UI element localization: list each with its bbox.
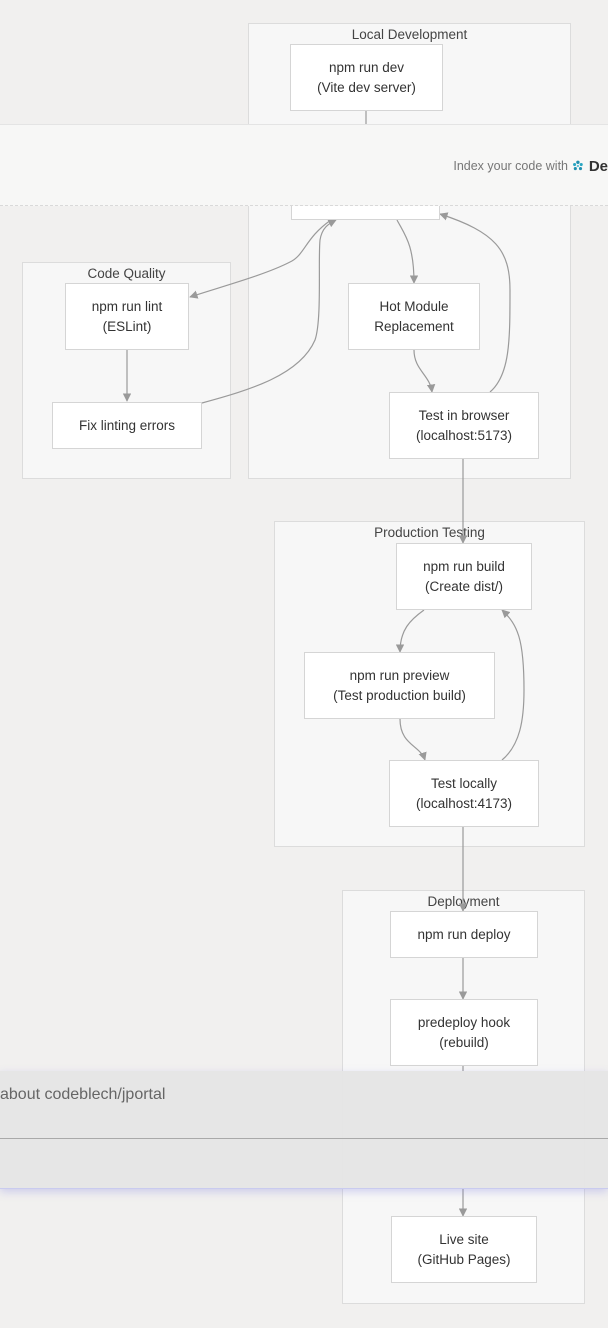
edge-preview-to-test-locally bbox=[399, 718, 427, 761]
chat-input-area[interactable] bbox=[0, 1139, 608, 1188]
node-npm-run-dev: npm run dev (Vite dev server) bbox=[290, 44, 443, 111]
node-fix-linting-errors: Fix linting errors bbox=[52, 402, 202, 449]
edge-build-to-preview bbox=[395, 609, 425, 653]
node-line: Hot Module bbox=[379, 298, 449, 314]
chat-question-text: about codeblech/jportal bbox=[0, 1086, 166, 1103]
edge-hmr-to-test-browser bbox=[413, 349, 436, 393]
ask-question-panel: about codeblech/jportal bbox=[0, 1071, 608, 1189]
node-line: npm run dev bbox=[328, 59, 405, 75]
node-line: (rebuild) bbox=[439, 1034, 489, 1050]
node-predeploy-hook: predeploy hook (rebuild) bbox=[390, 999, 538, 1066]
node-line: Live site bbox=[439, 1231, 489, 1247]
node-line: (Vite dev server) bbox=[317, 79, 416, 95]
index-code-banner[interactable]: Index your code with De bbox=[0, 124, 608, 206]
node-hot-module-replacement: Hot Module Replacement bbox=[348, 283, 480, 350]
node-line: npm run build bbox=[423, 558, 505, 574]
node-line: (GitHub Pages) bbox=[417, 1251, 511, 1267]
node-line: (Create dist/) bbox=[424, 578, 504, 594]
edge-test-locally-to-build bbox=[501, 609, 525, 761]
node-npm-run-build: npm run build (Create dist/) bbox=[396, 543, 532, 610]
node-npm-run-preview: npm run preview (Test production build) bbox=[304, 652, 495, 719]
cluster-title: Local Development bbox=[351, 27, 468, 42]
node-test-locally: Test locally (localhost:4173) bbox=[389, 760, 539, 827]
banner-text: Index your code with bbox=[453, 159, 568, 173]
edge-hidden-to-lint bbox=[189, 219, 332, 299]
node-line: predeploy hook bbox=[417, 1014, 511, 1030]
edge-test-browser-to-hidden bbox=[439, 212, 511, 393]
banner-logo[interactable]: De bbox=[572, 155, 608, 177]
edge-fix-to-hidden bbox=[201, 219, 337, 404]
node-test-in-browser: Test in browser (localhost:5173) bbox=[389, 392, 539, 459]
node-line: npm run deploy bbox=[417, 926, 511, 942]
banner-brand: De bbox=[588, 157, 608, 175]
node-live-site: Live site (GitHub Pages) bbox=[391, 1216, 537, 1283]
devin-logo-icon bbox=[573, 160, 583, 171]
node-line: (Test production build) bbox=[333, 687, 466, 703]
cluster-title: Production Testing bbox=[374, 525, 485, 540]
node-line: (ESLint) bbox=[102, 318, 152, 334]
node-line: Fix linting errors bbox=[78, 417, 176, 433]
node-line: (localhost:5173) bbox=[415, 427, 513, 443]
chat-divider bbox=[0, 1138, 608, 1139]
node-line: Test in browser bbox=[418, 407, 510, 423]
edge-hidden-to-hmr bbox=[396, 219, 419, 284]
node-line: Replacement bbox=[374, 318, 454, 334]
node-line: npm run preview bbox=[349, 667, 450, 683]
node-line: (localhost:4173) bbox=[415, 795, 513, 811]
node-line: npm run lint bbox=[91, 298, 163, 314]
node-npm-run-lint: npm run lint (ESLint) bbox=[65, 283, 189, 350]
cluster-title: Code Quality bbox=[87, 266, 166, 281]
node-npm-run-deploy: npm run deploy bbox=[390, 911, 538, 958]
node-line: Test locally bbox=[430, 775, 498, 791]
